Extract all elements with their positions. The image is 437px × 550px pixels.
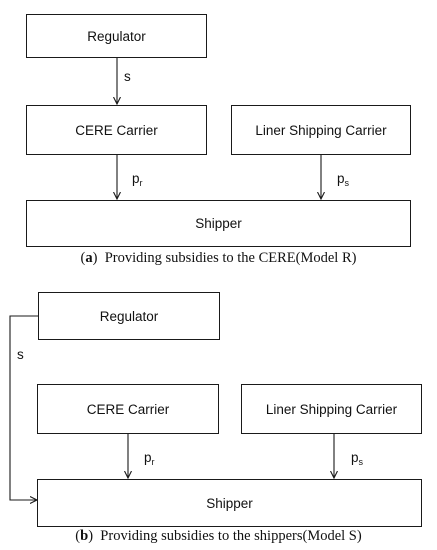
liner-carrier-box-r: Liner Shipping Carrier — [231, 105, 411, 155]
arrow-regulator-to-shipper — [9, 315, 38, 500]
regulator-box-s: Regulator — [38, 292, 220, 340]
shipper-label-s: Shipper — [206, 495, 253, 511]
price-label-s-cere: pr — [144, 450, 155, 467]
price-label-r-liner: ps — [337, 171, 350, 188]
shipper-box-r: Shipper — [26, 200, 411, 247]
shipper-box-s: Shipper — [37, 479, 422, 527]
liner-carrier-label-s: Liner Shipping Carrier — [265, 401, 398, 417]
shipper-label-r: Shipper — [195, 216, 242, 231]
cere-carrier-box-s: CERE Carrier — [37, 384, 219, 434]
subsidy-label-s: s — [17, 347, 24, 362]
price-label-s-liner: ps — [351, 450, 364, 467]
caption-b: (b) Providing subsidies to the shippers(… — [75, 528, 362, 544]
caption-a: (a) Providing subsidies to the CERE(Mode… — [80, 250, 357, 266]
regulator-box-r: Regulator — [26, 14, 207, 58]
price-label-r-cere: pr — [132, 171, 143, 188]
cere-carrier-label-s: CERE Carrier — [86, 401, 170, 417]
liner-carrier-box-s: Liner Shipping Carrier — [241, 384, 422, 434]
regulator-label-s: Regulator — [99, 308, 159, 324]
cere-carrier-label-r: CERE Carrier — [75, 122, 158, 138]
liner-carrier-label-r: Liner Shipping Carrier — [255, 122, 387, 138]
subsidy-label-r: s — [124, 69, 131, 84]
cere-carrier-box-r: CERE Carrier — [26, 105, 207, 155]
regulator-label-r: Regulator — [87, 28, 146, 44]
